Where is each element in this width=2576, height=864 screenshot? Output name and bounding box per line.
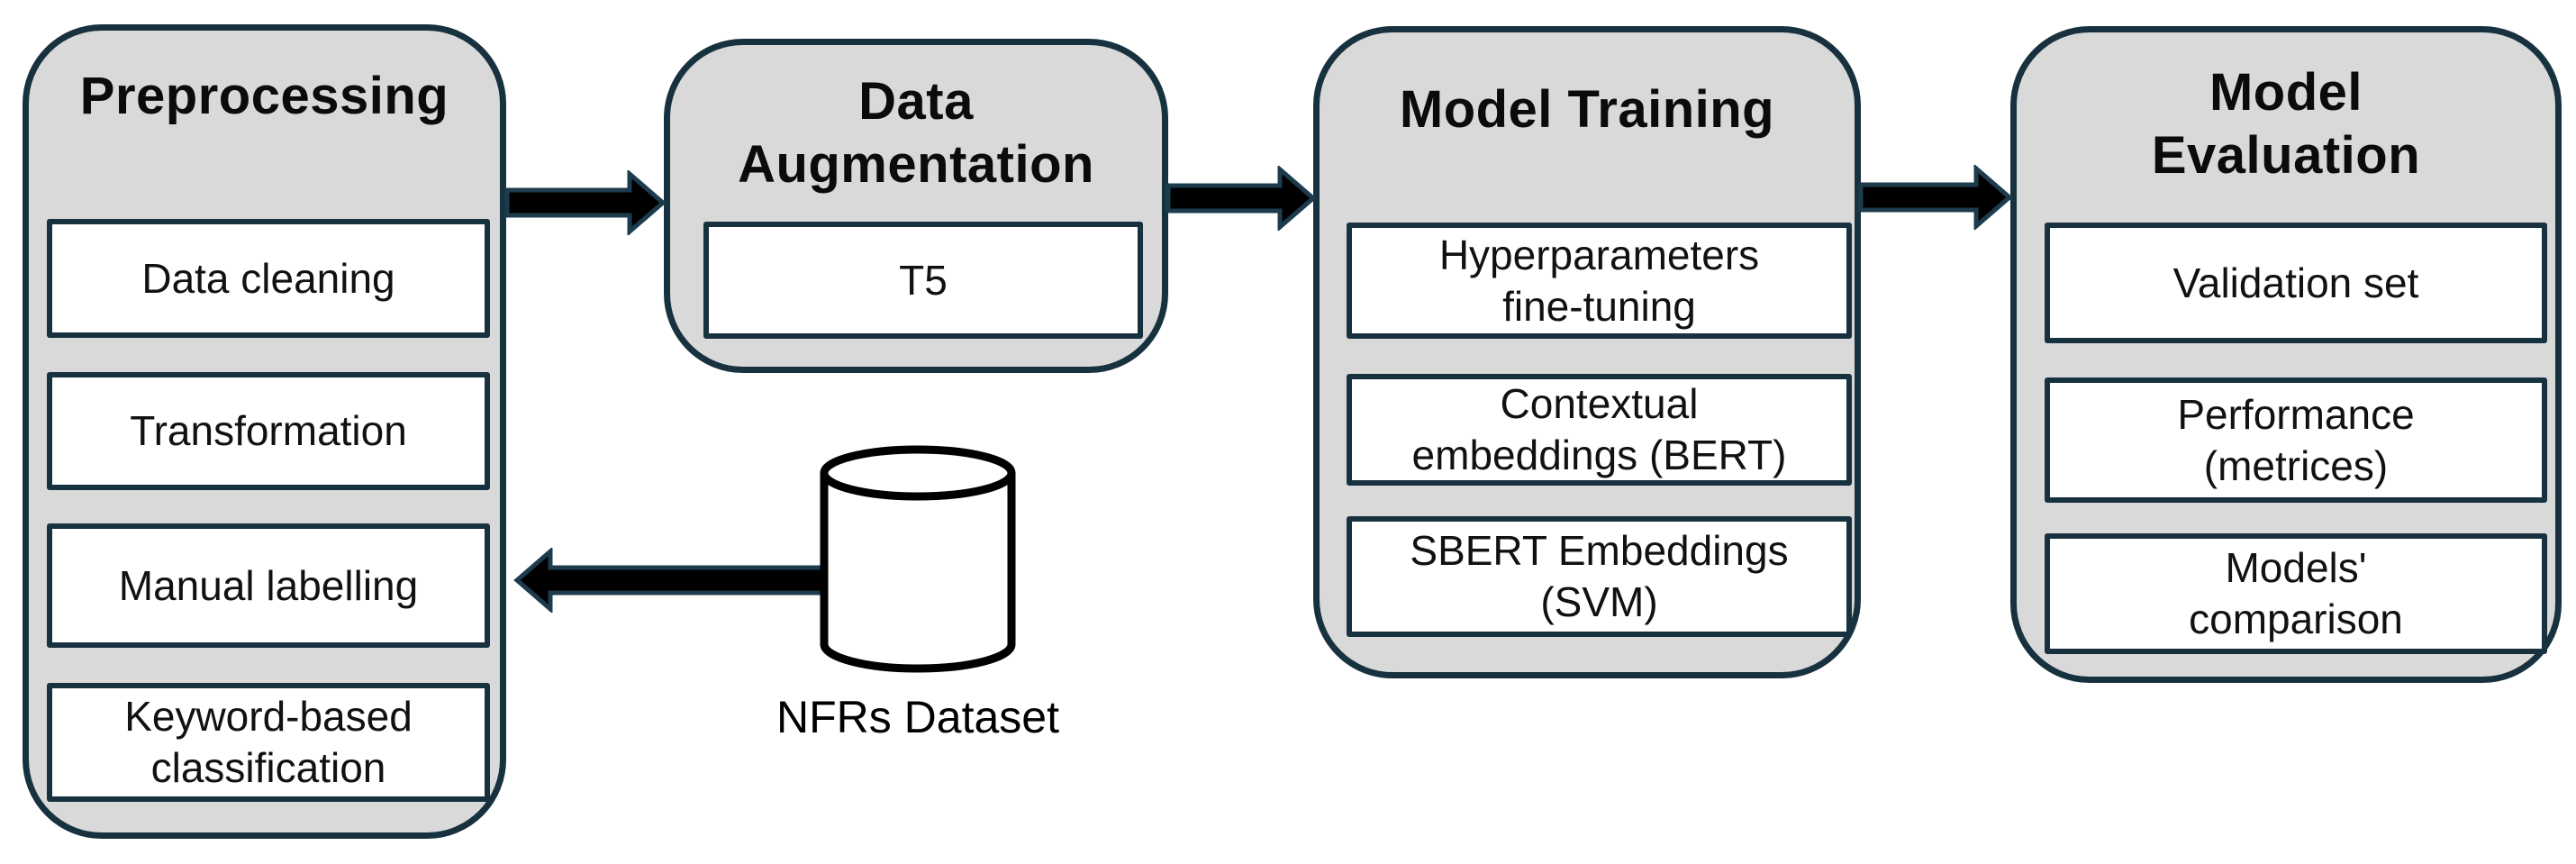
stage-title-data-augmentation: Data Augmentation [738,72,1094,194]
step-performance-metrices: Performance (metrices) [2045,377,2547,503]
arrow-training-to-evaluation-icon [1858,165,2013,230]
step-manual-labelling: Manual labelling [47,523,490,648]
step-sbert-embeddings-svm: SBERT Embeddings (SVM) [1347,516,1852,637]
datastore-label: NFRs Dataset [776,692,1059,742]
stage-box-preprocessing: Preprocessing Data cleaning Transformati… [23,24,506,839]
stage-title-model-evaluation: Model Evaluation [2151,63,2421,185]
step-label: Contextual embeddings (BERT) [1411,380,1787,478]
step-label: SBERT Embeddings (SVM) [1410,527,1789,625]
step-label: Manual labelling [118,561,419,609]
step-models-comparison: Models' comparison [2045,533,2547,654]
stage-title-model-training: Model Training [1399,80,1775,139]
database-icon [820,445,1016,673]
step-contextual-embeddings-bert: Contextual embeddings (BERT) [1347,374,1852,486]
step-keyword-based-classification: Keyword-based classification [47,683,490,802]
step-label: Keyword-based classification [124,693,413,791]
arrow-dataset-to-preprocessing-icon [513,548,827,613]
step-label: Performance (metrices) [2177,390,2415,489]
step-label: Hyperparameters fine-tuning [1438,231,1760,330]
stage-title-preprocessing: Preprocessing [79,67,449,125]
step-validation-set: Validation set [2045,223,2547,343]
step-transformation: Transformation [47,372,490,490]
step-label: T5 [899,256,948,304]
step-label: Models' comparison [2189,544,2403,642]
stage-box-model-training: Model Training Hyperparameters fine-tuni… [1313,26,1861,678]
step-label: Transformation [130,407,407,454]
step-label: Data cleaning [141,254,395,302]
step-data-cleaning: Data cleaning [47,219,490,338]
step-t5: T5 [703,222,1143,339]
step-hyperparameters-fine-tuning: Hyperparameters fine-tuning [1347,223,1852,339]
arrow-preprocessing-to-augmentation-icon [504,170,667,235]
arrow-augmentation-to-training-icon [1166,166,1317,231]
step-label: Validation set [2172,259,2419,306]
stage-box-model-evaluation: Model Evaluation Validation set Performa… [2010,26,2562,683]
stage-box-data-augmentation: Data Augmentation T5 [664,39,1168,373]
